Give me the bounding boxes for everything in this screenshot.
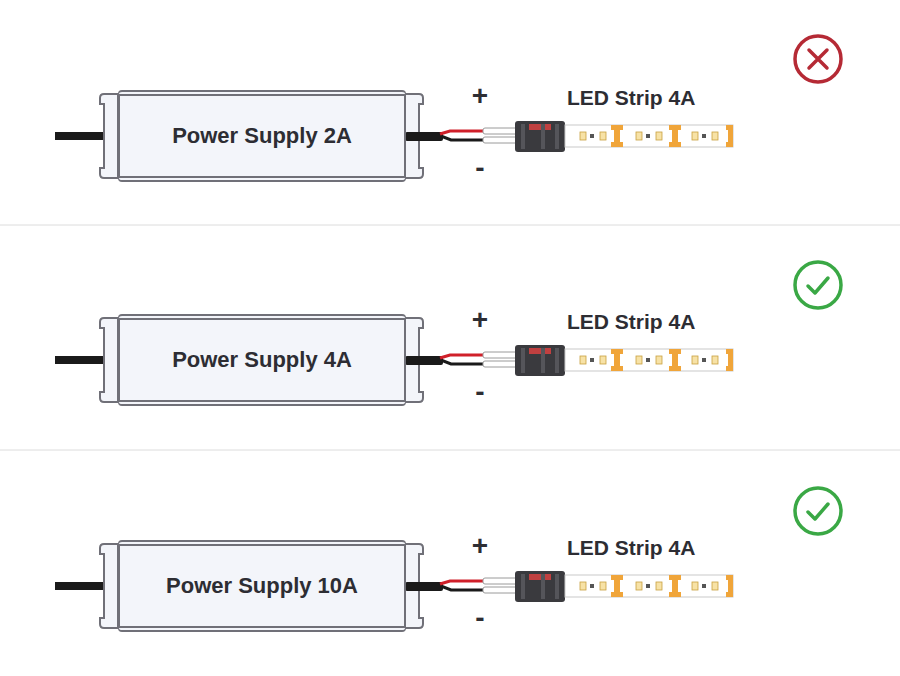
power-supply-box: Power Supply 4A — [118, 314, 406, 406]
led-strip-node: LED Strip 4A — [515, 534, 735, 602]
power-supply-label: Power Supply 4A — [172, 347, 352, 373]
led-strip-node: LED Strip 4A — [515, 308, 735, 376]
cross-icon — [795, 36, 841, 82]
check-icon — [795, 262, 841, 308]
polarity-sign: - — [475, 154, 484, 182]
check-icon — [795, 488, 841, 534]
polarity-sign: - — [475, 604, 484, 632]
polarity-sign: + — [472, 82, 488, 110]
polarity-sign: + — [472, 306, 488, 334]
power-supply-box: Power Supply 2A — [118, 90, 406, 182]
strip-label: LED Strip 4A — [567, 86, 695, 110]
power-supply-label: Power Supply 2A — [172, 123, 352, 149]
strip-label: LED Strip 4A — [567, 536, 695, 560]
polarity-sign: - — [475, 378, 484, 406]
power-supply-box: Power Supply 10A — [118, 540, 406, 632]
polarity-sign: + — [472, 532, 488, 560]
strip-label: LED Strip 4A — [567, 310, 695, 334]
row-divider — [0, 225, 900, 226]
power-supply-label: Power Supply 10A — [166, 573, 358, 599]
led-strip-node: LED Strip 4A — [515, 84, 735, 152]
row-divider — [0, 450, 900, 451]
